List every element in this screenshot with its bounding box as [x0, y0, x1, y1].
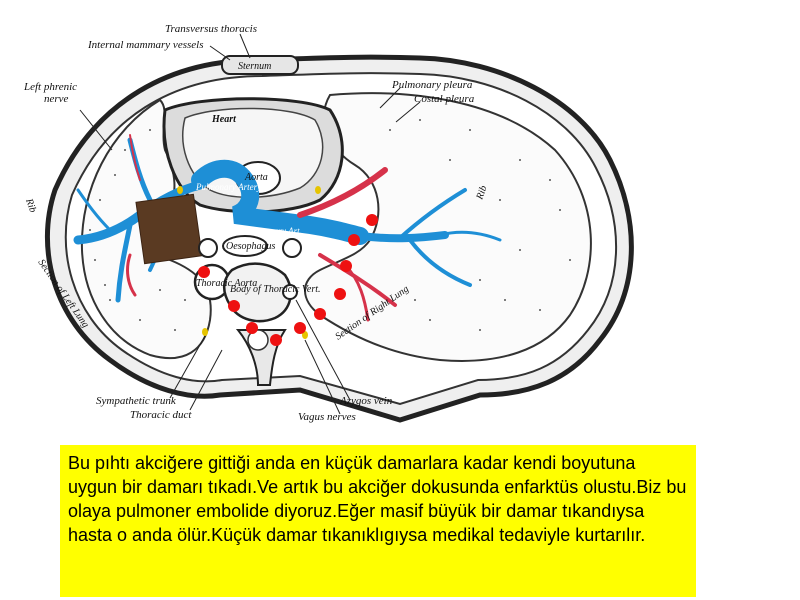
- label-heart: Heart: [211, 114, 237, 125]
- embolus-dot: [334, 288, 346, 300]
- label-thoracic-duct: Thoracic duct: [130, 409, 192, 421]
- label-sympathetic-trunk: Sympathetic trunk: [96, 395, 177, 407]
- label-left-phrenic: Left phrenic: [23, 81, 77, 93]
- embolus-dot: [340, 260, 352, 272]
- embolus-dot: [348, 234, 360, 246]
- embolus-dot: [270, 334, 282, 346]
- label-costal-pleura: Costal pleura: [414, 93, 475, 105]
- vagus-marker: [302, 331, 308, 339]
- right-bronchus: [282, 238, 302, 258]
- label-oesophagus: Oesophagus: [226, 241, 276, 252]
- label-internal-mammary: Internal mammary vessels: [87, 39, 203, 51]
- label-azygos-vein: Azygos vein: [339, 395, 393, 407]
- label-rib-left: Rib: [23, 196, 38, 214]
- azygos-vein-vessel: [282, 284, 298, 300]
- vertebra-body: [223, 262, 292, 323]
- label-r-pulmonary-art: R. Pulmonary Art.: [235, 226, 302, 236]
- pulmonary-embolus-clot: [135, 193, 203, 265]
- embolus-dot: [366, 214, 378, 226]
- label-transversus-thoracis: Transversus thoracis: [165, 23, 257, 35]
- thorax-cross-section-diagram: Transversus thoracis Internal mammary ve…: [23, 23, 634, 423]
- label-left-phrenic-nerve: nerve: [44, 93, 69, 105]
- spinal-canal: [247, 329, 269, 351]
- sympathetic-trunk-marker: [202, 328, 208, 336]
- lung-stipple: [89, 119, 571, 331]
- label-body-vertebra: Body of Thoracic Vert.: [230, 284, 321, 295]
- embolus-dot: [246, 322, 258, 334]
- explanation-caption: Bu pıhtı akciğere gittiği anda en küçük …: [60, 445, 696, 597]
- embolus-dot: [228, 300, 240, 312]
- embolus-dot: [294, 322, 306, 334]
- embolus-dots: [198, 214, 378, 346]
- label-pulmonary-pleura: Pulmonary pleura: [391, 79, 473, 91]
- leader-lines: [79, 33, 421, 415]
- left-phrenic-nerve-marker: [177, 186, 183, 194]
- label-vagus-nerves: Vagus nerves: [298, 411, 356, 423]
- pulmonary-vein-tree: [126, 134, 397, 322]
- sternum-bone: [221, 55, 299, 75]
- right-phrenic-marker: [315, 186, 321, 194]
- label-aorta: Aorta: [244, 172, 268, 183]
- left-bronchus: [198, 238, 218, 258]
- label-thoracic-aorta: Thoracic Aorta: [196, 278, 257, 289]
- label-rib-right: Rib: [474, 184, 489, 202]
- oesophagus: [222, 235, 268, 257]
- label-pulmonary-artery: Pulmonary Artery: [195, 182, 261, 192]
- embolus-dot: [198, 266, 210, 278]
- embolus-dot: [314, 308, 326, 320]
- label-sternum: Sternum: [238, 61, 271, 72]
